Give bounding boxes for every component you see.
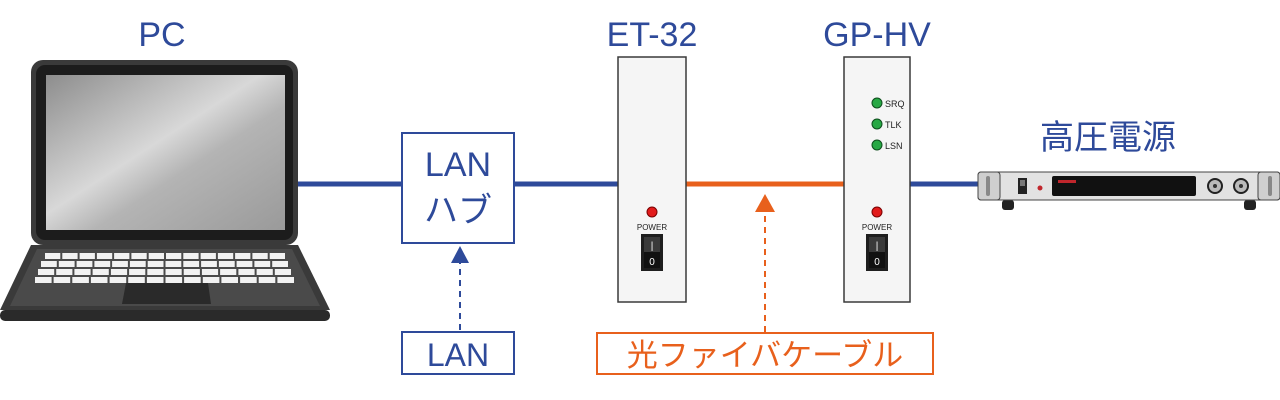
laptop-icon — [0, 60, 330, 321]
lan-cable-label: LAN — [427, 337, 489, 373]
keyboard-key — [148, 253, 164, 259]
keyboard-key — [147, 261, 164, 267]
keyboard-key — [112, 261, 128, 267]
keyboard-key — [166, 253, 182, 259]
keyboard-key — [96, 253, 113, 259]
keyboard-key — [129, 261, 146, 267]
keyboard-key — [254, 261, 271, 267]
keyboard-key — [114, 253, 130, 259]
keyboard-key — [201, 269, 219, 275]
lan-hub-box — [401, 132, 515, 244]
lan-hub-label-line1: LAN — [425, 146, 491, 184]
keyboard-key — [41, 261, 57, 267]
keyboard-key — [128, 277, 145, 283]
keyboard-key — [201, 261, 217, 267]
keyboard-key — [183, 269, 200, 275]
keyboard-key — [183, 253, 199, 259]
keyboard-key — [277, 277, 294, 283]
gphv-power-led — [871, 206, 883, 218]
keyboard-key — [94, 261, 111, 267]
keyboard-key — [90, 277, 108, 283]
keyboard-key — [76, 261, 93, 267]
et32-switch-off-mark: 0 — [649, 257, 655, 268]
keyboard-key — [272, 261, 288, 267]
et32-switch-on-mark: | — [651, 241, 654, 252]
keyboard-key — [252, 253, 268, 259]
hv-supply-title: 高圧電源 — [1040, 119, 1176, 157]
gphv-led-srq — [871, 97, 883, 109]
keyboard-key — [165, 261, 182, 267]
keyboard-key — [38, 269, 55, 275]
keyboard-key — [165, 269, 182, 275]
keyboard-key — [238, 269, 255, 275]
gphv-led-srq-label: SRQ — [885, 99, 905, 109]
keyboard-key — [236, 261, 253, 267]
keyboard-key — [256, 269, 273, 275]
gphv-switch-off-mark: 0 — [874, 257, 880, 268]
fiber-cable-box — [596, 332, 934, 375]
keyboard-key — [165, 277, 183, 283]
keyboard-key — [35, 277, 52, 283]
keyboard-key — [56, 269, 73, 275]
keyboard-key — [184, 277, 201, 283]
keyboard-key — [110, 269, 128, 275]
hv-power-supply-icon — [977, 171, 1280, 210]
gphv-led-tlk — [871, 118, 883, 130]
gphv-led-lsn-label: LSN — [885, 141, 903, 151]
touchpad — [122, 283, 211, 304]
laptop-screen — [46, 75, 285, 230]
keyboard-key — [129, 269, 146, 275]
gphv-led-tlk-label: TLK — [885, 120, 902, 130]
keyboard-key — [274, 269, 291, 275]
gphv-power-label: POWER — [862, 223, 892, 232]
lan-cable-box — [401, 331, 515, 375]
et32-title: ET-32 — [607, 16, 698, 54]
et32-power-led — [646, 206, 658, 218]
keyboard-key — [258, 277, 276, 283]
keyboard-key — [72, 277, 89, 283]
keyboard-key — [218, 261, 235, 267]
keyboard-key — [79, 253, 95, 259]
gphv-led-lsn — [871, 139, 883, 151]
gphv-title: GP-HV — [823, 16, 931, 54]
keyboard-key — [146, 277, 164, 283]
keyboard-key — [240, 277, 257, 283]
keyboard-key — [235, 253, 251, 259]
keyboard-key — [62, 253, 78, 259]
keyboard — [35, 253, 294, 283]
pc-title: PC — [138, 16, 185, 54]
keyboard-key — [58, 261, 75, 267]
keyboard-key — [147, 269, 164, 275]
keyboard-key — [220, 269, 237, 275]
keyboard-key — [269, 253, 285, 259]
keyboard-key — [109, 277, 127, 283]
fiber-cable-label: 光ファイバケーブル — [627, 338, 904, 373]
lan-arrow-head — [451, 246, 469, 263]
et32-power-label: POWER — [637, 223, 667, 232]
keyboard-key — [183, 261, 200, 267]
keyboard-key — [53, 277, 71, 283]
keyboard-key — [92, 269, 109, 275]
gphv-power-switch[interactable]: | 0 — [866, 234, 888, 271]
keyboard-key — [202, 277, 220, 283]
keyboard-key — [217, 253, 234, 259]
et32-power-switch[interactable]: | 0 — [641, 234, 663, 271]
keyboard-key — [200, 253, 216, 259]
keyboard-key — [45, 253, 61, 259]
lan-hub-label-line2: ハブ — [424, 192, 492, 230]
keyboard-key — [131, 253, 147, 259]
fiber-arrow-head — [755, 194, 775, 212]
gphv-switch-on-mark: | — [876, 241, 879, 252]
keyboard-key — [221, 277, 238, 283]
keyboard-key — [74, 269, 91, 275]
